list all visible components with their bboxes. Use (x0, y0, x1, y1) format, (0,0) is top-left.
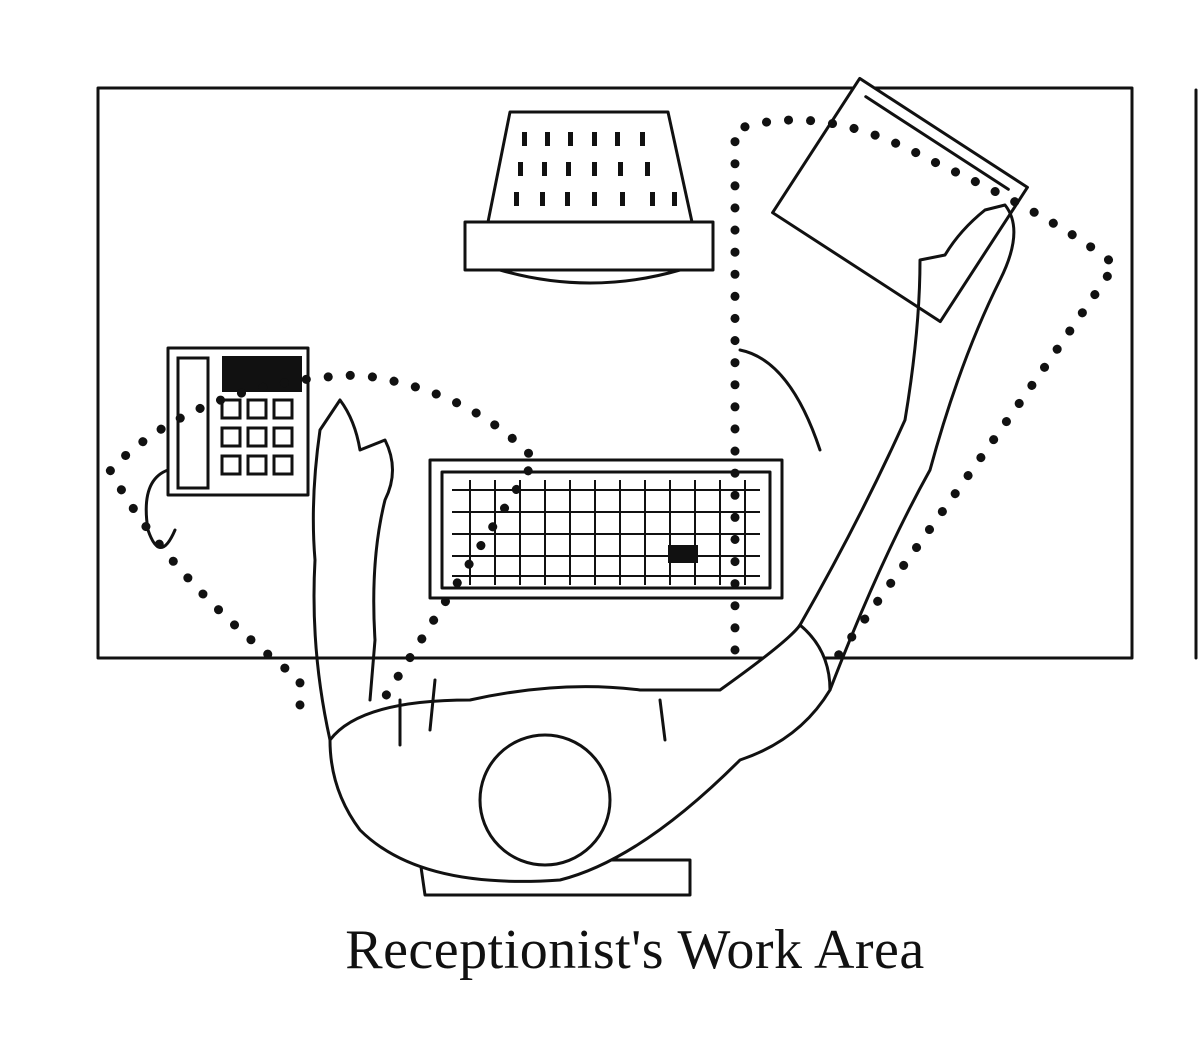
keyboard (428, 458, 784, 600)
caption: Receptionist's Work Area (345, 919, 925, 981)
telephone (144, 346, 310, 549)
reach-zone-left (104, 370, 541, 710)
document (771, 76, 1029, 324)
monitor (463, 110, 715, 285)
desk (96, 86, 1134, 660)
person (311, 203, 1016, 897)
reach-zone-right (730, 115, 1122, 665)
